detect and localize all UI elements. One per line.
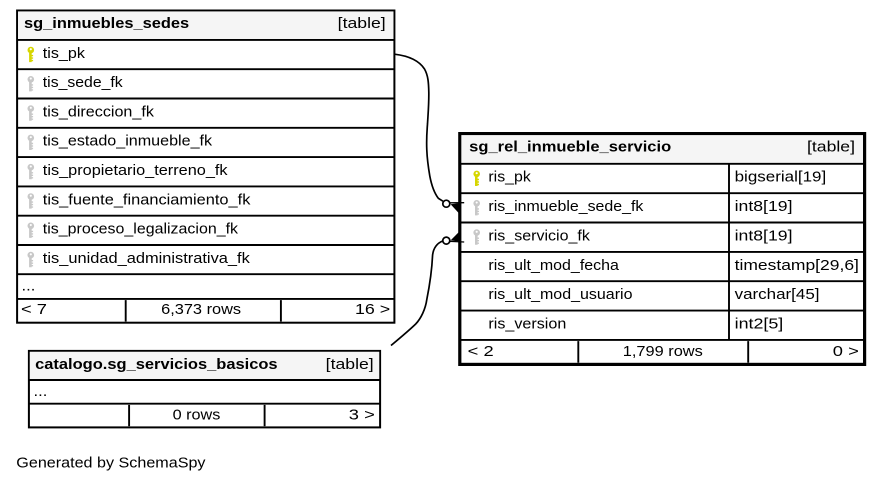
svg-text:...: ... <box>22 277 36 294</box>
svg-text:ris_pk: ris_pk <box>488 169 531 186</box>
svg-text:3 >: 3 > <box>349 406 375 423</box>
svg-text:bigserial[19]: bigserial[19] <box>735 169 827 186</box>
svg-text:tis_fuente_financiamiento_fk: tis_fuente_financiamiento_fk <box>43 191 251 208</box>
svg-text:6,373 rows: 6,373 rows <box>161 301 241 318</box>
svg-text:tis_estado_inmueble_fk: tis_estado_inmueble_fk <box>43 133 213 150</box>
svg-text:0 >: 0 > <box>833 343 859 360</box>
svg-text:ris_ult_mod_fecha: ris_ult_mod_fecha <box>488 257 619 274</box>
svg-text:...: ... <box>34 383 48 400</box>
svg-text:tis_pk: tis_pk <box>43 45 86 62</box>
svg-text:0 rows: 0 rows <box>173 406 221 423</box>
svg-text:[table]: [table] <box>326 356 374 373</box>
svg-text:tis_proceso_legalizacion_fk: tis_proceso_legalizacion_fk <box>43 221 239 238</box>
svg-text:timestamp[29,6]: timestamp[29,6] <box>735 257 859 274</box>
svg-text:sg_rel_inmueble_servicio: sg_rel_inmueble_servicio <box>469 139 671 156</box>
svg-text:int8[19]: int8[19] <box>735 227 793 244</box>
svg-text:int2[5]: int2[5] <box>735 316 784 333</box>
svg-text:< 7: < 7 <box>21 301 47 318</box>
svg-text:Generated by SchemaSpy: Generated by SchemaSpy <box>16 454 206 471</box>
svg-text:ris_inmueble_sede_fk: ris_inmueble_sede_fk <box>488 198 644 215</box>
svg-text:< 2: < 2 <box>468 343 494 360</box>
svg-text:16 >: 16 > <box>355 301 390 318</box>
svg-text:ris_servicio_fk: ris_servicio_fk <box>488 227 590 244</box>
svg-text:tis_unidad_administrativa_fk: tis_unidad_administrativa_fk <box>43 250 251 267</box>
svg-text:catalogo.sg_servicios_basicos: catalogo.sg_servicios_basicos <box>35 356 278 373</box>
svg-text:[table]: [table] <box>338 15 386 32</box>
svg-text:varchar[45]: varchar[45] <box>735 286 820 303</box>
svg-text:ris_version: ris_version <box>488 316 566 333</box>
svg-text:tis_sede_fk: tis_sede_fk <box>43 74 123 91</box>
svg-text:int8[19]: int8[19] <box>735 198 793 215</box>
svg-text:1,799 rows: 1,799 rows <box>623 343 703 360</box>
svg-text:sg_inmuebles_sedes: sg_inmuebles_sedes <box>24 15 189 32</box>
svg-text:ris_ult_mod_usuario: ris_ult_mod_usuario <box>488 286 632 303</box>
svg-text:tis_propietario_terreno_fk: tis_propietario_terreno_fk <box>43 162 228 179</box>
svg-text:tis_direccion_fk: tis_direccion_fk <box>43 103 155 120</box>
svg-text:[table]: [table] <box>807 139 855 156</box>
